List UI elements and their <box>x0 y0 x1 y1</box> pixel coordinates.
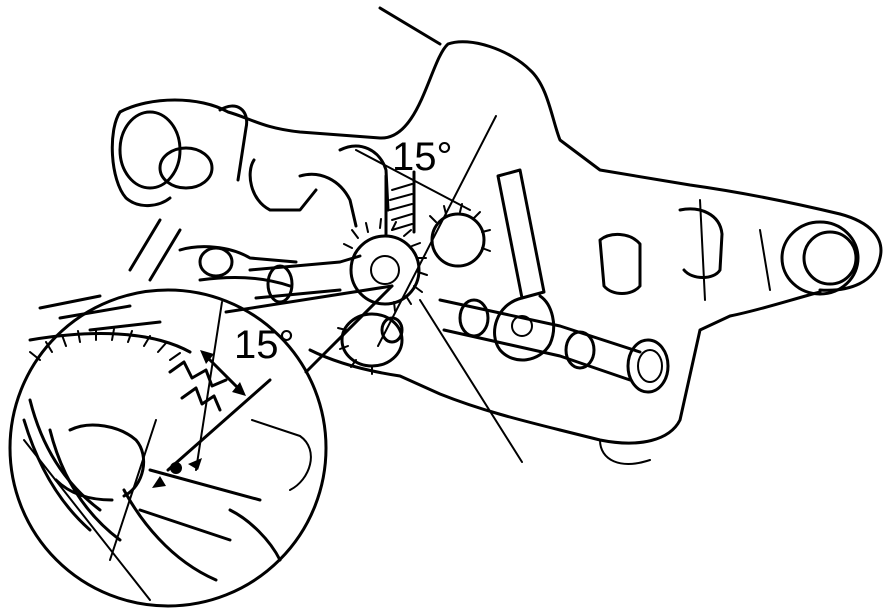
angle-label-detail: 15° <box>234 323 295 367</box>
driven-gear <box>429 203 491 268</box>
lower-gear <box>337 312 404 375</box>
angle-label-main: 15° <box>392 135 453 179</box>
detail-callout-connector <box>224 284 394 374</box>
valve-spring <box>384 170 416 238</box>
holding-wrench <box>493 168 556 362</box>
camshaft-right <box>438 207 724 394</box>
alignment-lines <box>355 6 523 463</box>
cylinder-head-outline <box>110 40 883 465</box>
detail-magnifier <box>8 288 328 608</box>
